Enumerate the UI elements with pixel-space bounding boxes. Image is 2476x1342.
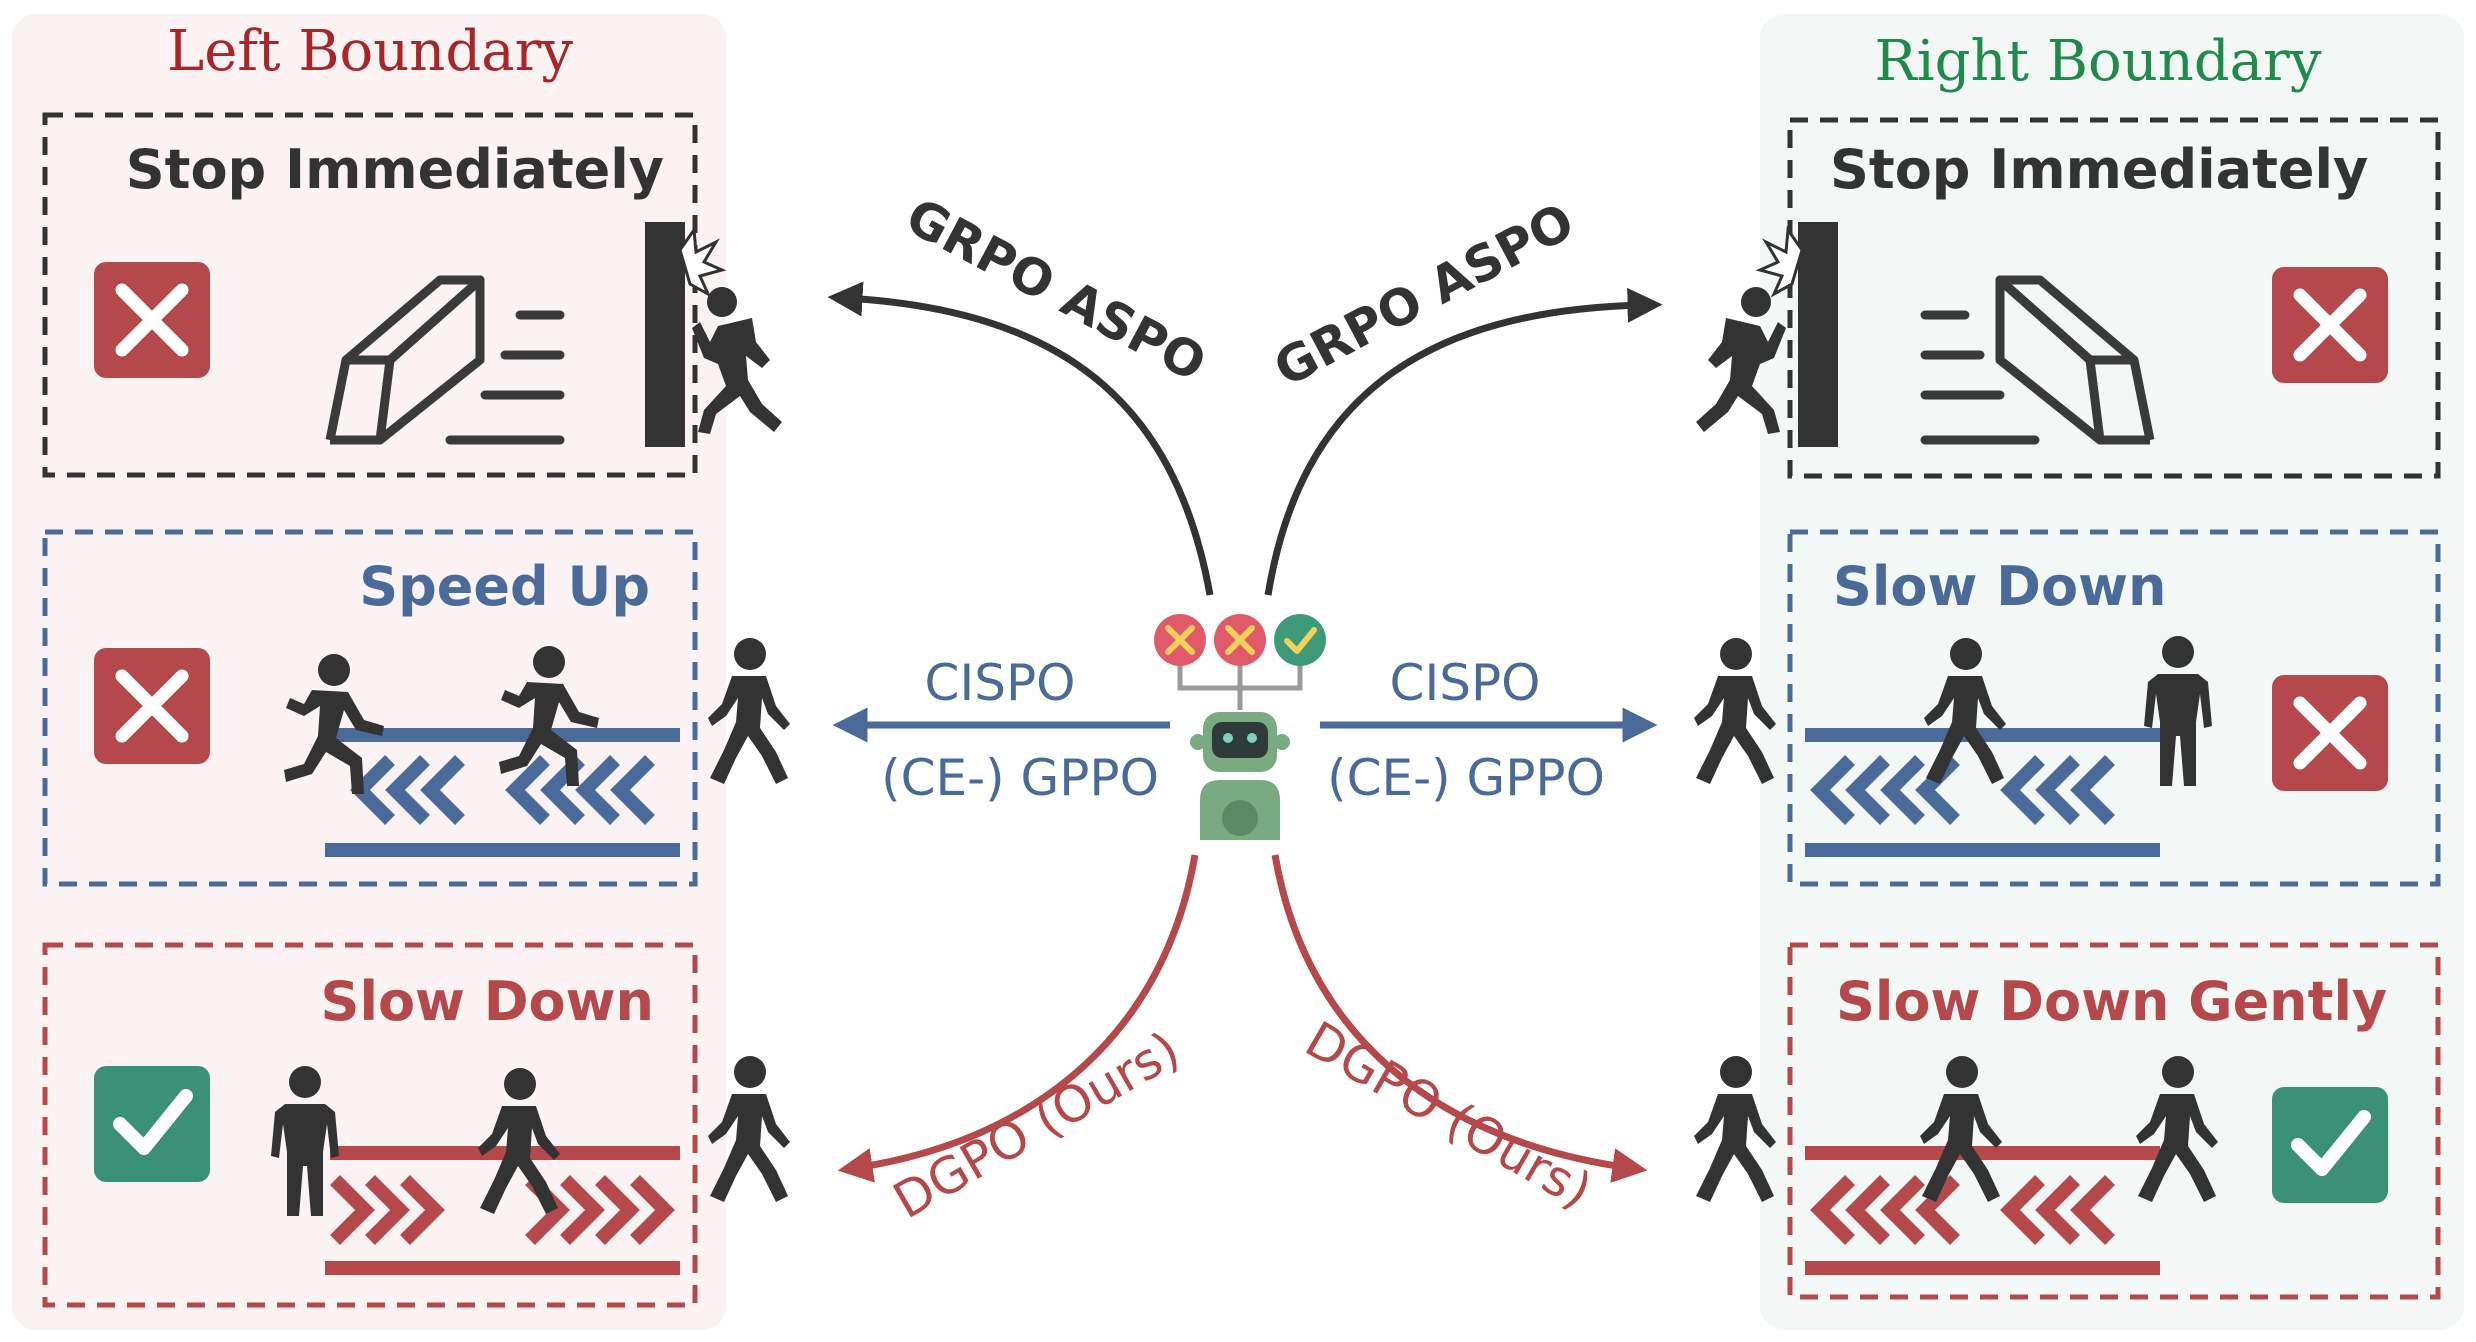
method-label-mid-left-1: CISPO [925,654,1076,712]
right-case-gently-label: Slow Down Gently [1836,970,2387,1033]
cross-icon [1154,614,1206,666]
left-case-stop-label: Stop Immediately [126,138,664,201]
conveyor-left-slow [325,1146,680,1275]
method-label-top-right: GRPO ASPO [1265,192,1584,398]
method-label-bottom-right: DGPO (Ours) [1296,1010,1602,1220]
left-case-speedup-box [42,529,698,887]
method-label-mid-left-2: (CE-) GPPO [881,749,1159,807]
conveyor-right-gentle [1805,1146,2160,1275]
left-case-speedup-label: Speed Up [359,555,650,618]
right-panel-title: Right Boundary [1875,29,2322,94]
left-panel-title: Left Boundary [167,19,573,84]
arrow-bottom-right [1271,854,1648,1183]
speed-lines [1920,310,2040,445]
left-case-stop-box [42,112,698,478]
method-label-mid-right-1: CISPO [1390,654,1541,712]
check-icon [94,1066,210,1182]
left-case-slowdown-label: Slow Down [321,970,654,1033]
right-case-stop-label: Stop Immediately [1830,138,2368,201]
right-case-slowdown-box [1787,529,2441,887]
method-label-mid-right-2: (CE-) GPPO [1327,749,1605,807]
impact-burst [678,225,727,298]
robot-icon [1177,665,1303,840]
check-icon [2272,1087,2388,1203]
arrow-bottom-left [837,854,1199,1183]
arrow-top-right [1264,287,1663,596]
method-label-top-left: GRPO ASPO [897,187,1216,393]
check-icon [1274,614,1326,666]
impact-burst [1755,225,1804,298]
cross-icon [2272,675,2388,791]
method-label-bottom-left: DGPO (Ours) [884,1020,1190,1230]
right-case-stop-box [1787,117,2441,479]
right-case-slowdown-label: Slow Down [1833,555,2166,618]
left-case-slowdown-box [42,942,698,1308]
right-case-gently-box [1787,942,2441,1300]
cross-icon [94,262,210,378]
arrow-top-left [827,281,1214,596]
conveyor-right [1805,728,2160,857]
cross-icon [1214,614,1266,666]
cross-icon [2272,267,2388,383]
wall [1798,222,1838,447]
speed-lines [445,310,565,445]
wall [645,222,685,447]
cross-icon [94,648,210,764]
